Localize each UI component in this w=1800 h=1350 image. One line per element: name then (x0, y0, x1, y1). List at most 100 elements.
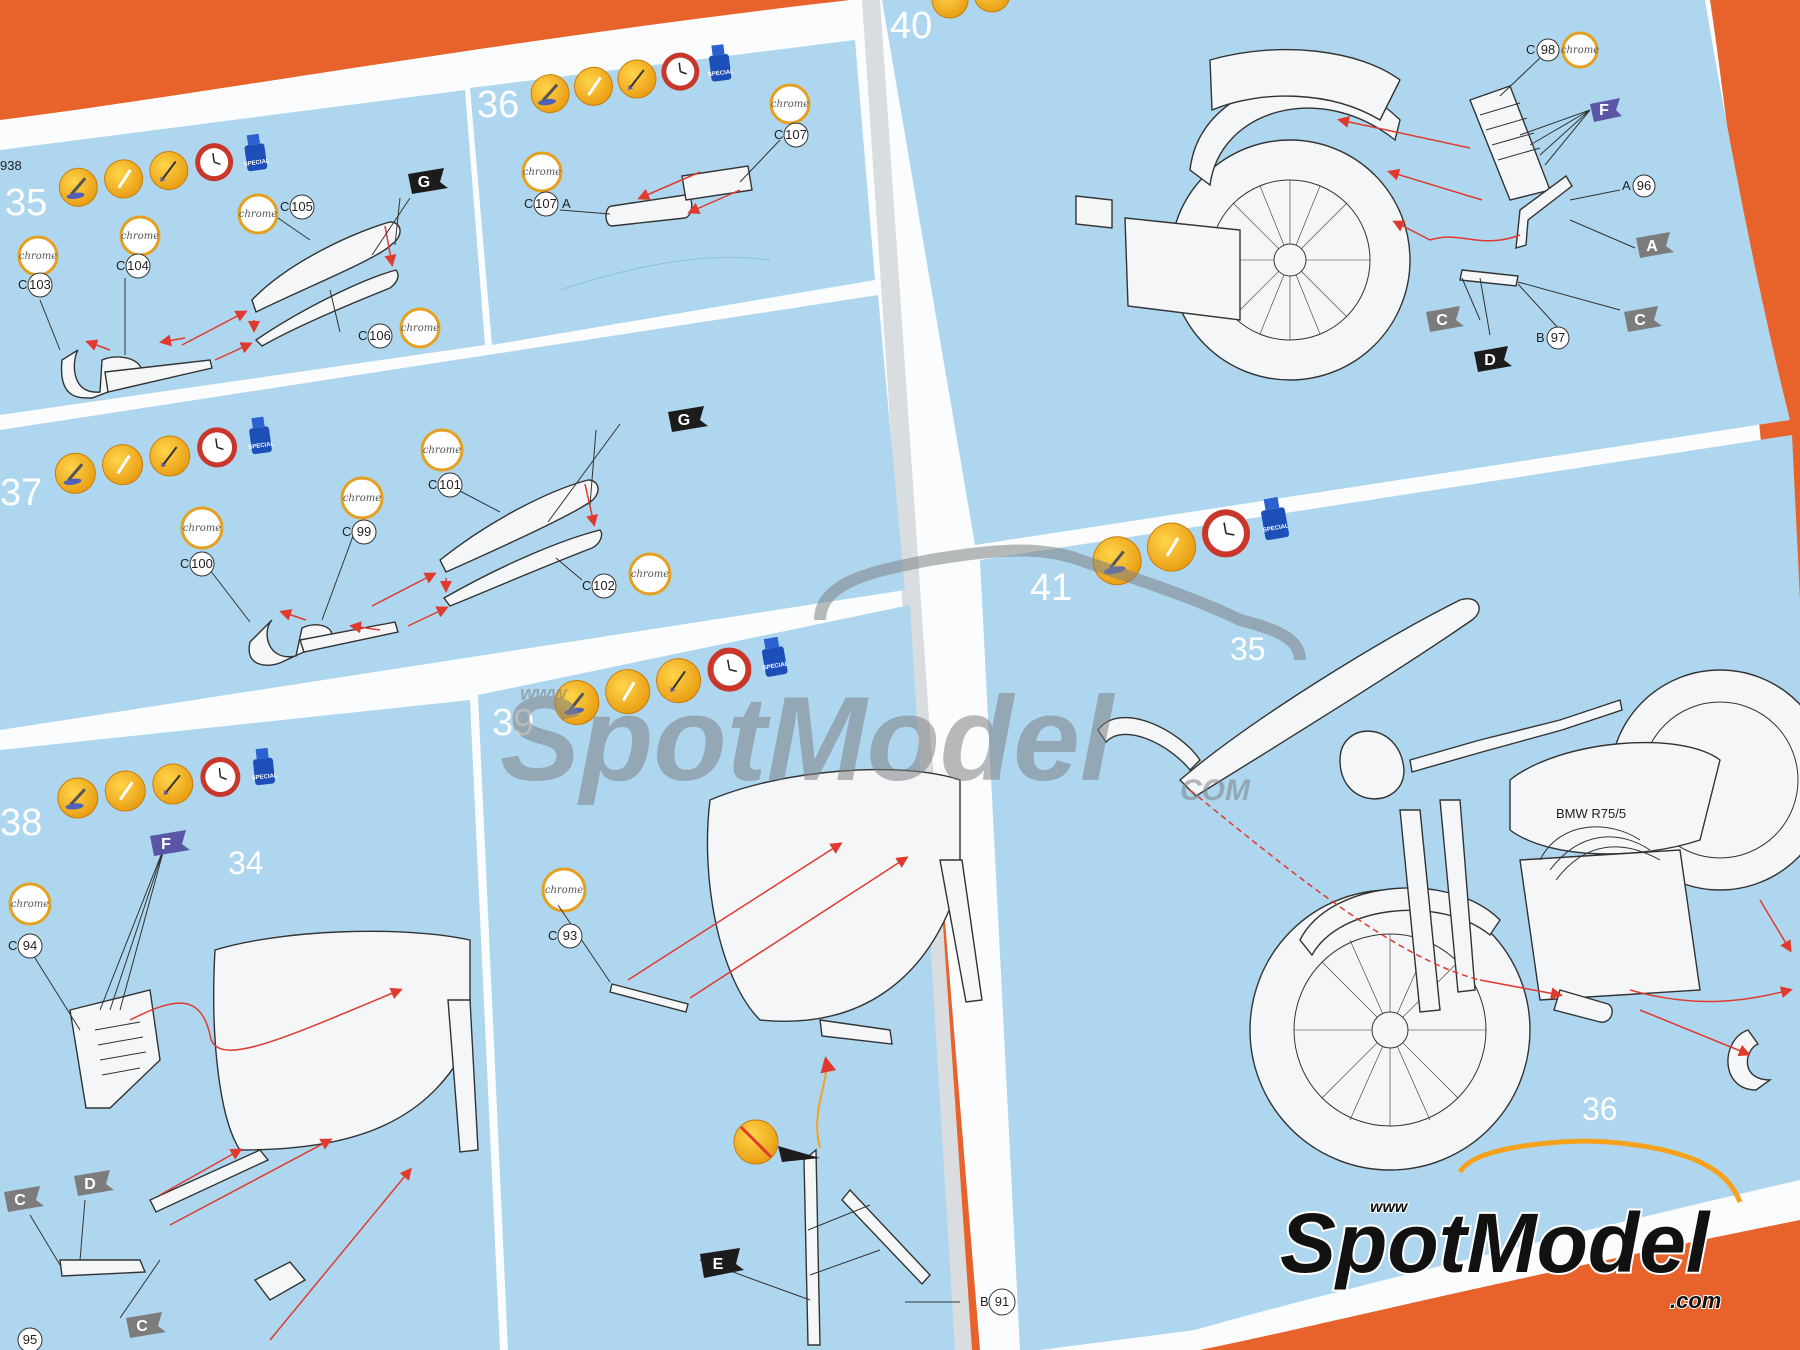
glue-icon (530, 74, 570, 114)
watermark-domain: COM (1180, 774, 1251, 807)
svg-text:93: 93 (563, 928, 577, 943)
frame-rear (706, 768, 961, 1022)
glue-icon (57, 777, 99, 819)
spotmodel-logo: www SpotModel .com (1278, 1138, 1743, 1314)
glue-icon (104, 159, 144, 199)
svg-text:B: B (980, 1294, 989, 1309)
flag-d: D (1474, 346, 1512, 372)
svg-text:chrome: chrome (343, 493, 381, 504)
svg-text:C: C (1436, 312, 1448, 329)
svg-text:C: C (8, 938, 17, 953)
silencer (251, 221, 401, 313)
chrome-badge: chrome (541, 867, 587, 913)
chrome-badge: chrome (237, 193, 279, 235)
decal-flags: G G F C D C E F A C C D (4, 98, 1674, 1338)
svg-text:101: 101 (439, 477, 461, 492)
spine-shadow (862, 0, 972, 1350)
special-bottle-icon: SPECIAL (248, 416, 275, 455)
reference-step-35: 35 (1230, 631, 1266, 667)
tube-part (1553, 989, 1613, 1023)
flag-c: C (1624, 306, 1662, 332)
logo-car-arc (1457, 1138, 1743, 1203)
special-bottle-icon: SPECIAL (243, 133, 270, 172)
part-callout: B 91 (980, 1288, 1016, 1316)
silencer (442, 529, 603, 607)
flag-c: C (126, 1312, 166, 1338)
flag-f: F (150, 830, 190, 856)
svg-text:chrome: chrome (545, 885, 583, 896)
reference-step-34: 34 (228, 845, 264, 881)
engine-engraving: BMW R75/5 (1556, 806, 1626, 821)
svg-text:107: 107 (535, 196, 557, 211)
part-callout: 95 (17, 1327, 43, 1350)
brush-icon (656, 658, 702, 704)
svg-text:C: C (548, 928, 557, 943)
rod-part (1459, 269, 1519, 287)
svg-text:SPECIAL: SPECIAL (251, 773, 278, 782)
step-35-diagram (39, 197, 411, 399)
faint-background-sketch (559, 256, 771, 291)
clock-icon (707, 647, 752, 692)
svg-text:SPECIAL: SPECIAL (248, 441, 275, 451)
exhaust-pipe (248, 619, 333, 666)
footrest-rod (609, 983, 689, 1013)
glue-icon (931, 0, 969, 19)
logo-www: www (1370, 1199, 1409, 1216)
silencer (1178, 598, 1480, 797)
svg-text:A: A (1622, 178, 1631, 193)
shock-absorber (447, 999, 479, 1153)
svg-text:91: 91 (995, 1294, 1009, 1309)
step-39-diagram (557, 768, 983, 1346)
svg-text:chrome: chrome (401, 323, 439, 334)
step-number-37: 37 (0, 472, 42, 514)
svg-text:chrome: chrome (183, 523, 221, 534)
footrest-rod (819, 1019, 893, 1045)
chrome-badge: chrome (420, 428, 464, 472)
part-callout: C 93 (548, 923, 583, 949)
clock-icon (661, 52, 700, 91)
svg-text:98: 98 (1541, 42, 1555, 57)
brake-lever (59, 1259, 147, 1277)
glue-icon (104, 770, 146, 812)
svg-text:C: C (18, 277, 27, 292)
fuel-tank (1509, 741, 1721, 855)
chrome-badge: chrome (119, 215, 161, 257)
license-plate (1124, 217, 1241, 321)
svg-text:102: 102 (593, 578, 615, 593)
headlight (1339, 730, 1405, 800)
svg-text:C: C (524, 196, 533, 211)
svg-text:chrome: chrome (19, 251, 57, 262)
frame-rear (213, 930, 471, 1151)
pedal-part (253, 1261, 307, 1301)
clock-icon (1201, 509, 1250, 558)
svg-text:F: F (161, 836, 171, 853)
silencer (439, 479, 599, 573)
seat-top (1209, 48, 1401, 121)
chrome-badge: chrome (628, 552, 672, 596)
glue-icon (1147, 522, 1197, 572)
svg-text:SPECIAL: SPECIAL (762, 661, 789, 671)
svg-text:100: 100 (191, 556, 213, 571)
svg-text:97: 97 (1551, 330, 1565, 345)
svg-text:C: C (774, 127, 783, 142)
reference-step-36: 36 (1582, 1091, 1618, 1127)
brush-icon (617, 59, 657, 99)
icon-row-step-35: SPECIAL (58, 133, 270, 207)
tail-light (1075, 195, 1113, 229)
handlebar (1409, 699, 1623, 773)
clock-icon (195, 143, 234, 182)
svg-text:C: C (1634, 312, 1646, 329)
kickstart-lever (1515, 174, 1573, 249)
logo-brand: SpotModel (1280, 1196, 1711, 1290)
svg-text:chrome: chrome (11, 899, 49, 910)
svg-text:103: 103 (29, 277, 51, 292)
flag-a: A (1636, 232, 1674, 258)
